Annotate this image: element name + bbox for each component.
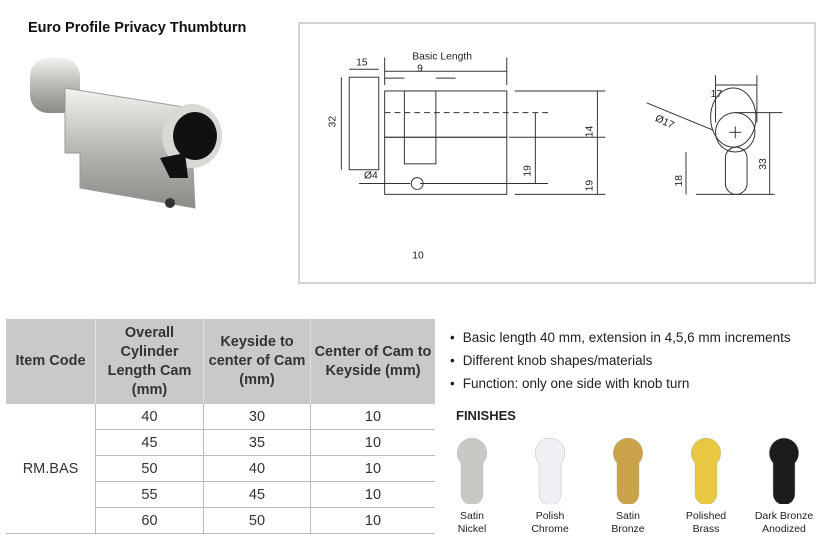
dim-17: 17 <box>711 89 723 100</box>
feature-item: Function: only one side with knob turn <box>450 372 791 395</box>
finish-name-line2: Nickel <box>457 523 487 535</box>
feature-item: Different knob shapes/materials <box>450 349 791 372</box>
finishes-heading: FINISHES <box>456 408 516 423</box>
cell: 10 <box>310 429 435 456</box>
header-overall-length: Overall Cylinder Length Cam (mm) <box>95 319 204 404</box>
dim-dia17: Ø17 <box>653 113 676 131</box>
cell: 10 <box>310 481 435 508</box>
finish-name-line1: Satin <box>616 510 640 522</box>
feature-item: Basic length 40 mm, extension in 4,5,6 m… <box>450 326 791 349</box>
cell: 10 <box>310 455 435 482</box>
dim-9: 9 <box>417 63 423 74</box>
cell: 60 <box>95 507 204 534</box>
dim-14: 14 <box>584 126 595 138</box>
finish-name-line1: Polished <box>685 510 727 522</box>
keyhole-swatch-icon <box>691 437 721 504</box>
cell: 45 <box>203 481 311 508</box>
cell: 10 <box>310 404 435 430</box>
product-title: Euro Profile Privacy Thumbturn <box>28 20 247 36</box>
dim-32: 32 <box>327 116 338 128</box>
dim-19a: 19 <box>522 165 533 177</box>
dim-10: 10 <box>412 250 424 261</box>
cell: 55 <box>95 481 204 508</box>
cell: 35 <box>203 429 311 456</box>
technical-drawing: Basic Length 15 9 32 14 19 19 Ø4 10 17 Ø… <box>298 22 816 284</box>
keyhole-swatch-icon <box>535 437 565 504</box>
dim-dia4: Ø4 <box>364 171 378 182</box>
keyhole-swatch-icon <box>769 437 799 504</box>
cell: 30 <box>203 404 311 430</box>
finish-name-line1: Dark Bronze <box>754 510 814 522</box>
product-photo <box>30 58 222 209</box>
item-code-cell: RM.BAS <box>6 404 96 534</box>
finish-name-line2: Anodized <box>762 523 806 535</box>
dim-18: 18 <box>674 175 685 187</box>
keyhole-swatch-icon <box>613 437 643 504</box>
cell: 45 <box>95 429 204 456</box>
finish-name-line2: Chrome <box>531 523 569 535</box>
finish-name-line1: Polish <box>535 510 565 522</box>
cell: 50 <box>95 455 204 482</box>
finish-name-line2: Brass <box>692 523 720 535</box>
feature-list: Basic length 40 mm, extension in 4,5,6 m… <box>450 326 791 395</box>
finish-name-line2: Bronze <box>611 523 645 535</box>
cell: 50 <box>203 507 311 534</box>
spec-table: Item Code Overall Cylinder Length Cam (m… <box>6 319 435 534</box>
dim-15: 15 <box>356 57 368 68</box>
cell: 10 <box>310 507 435 534</box>
header-item-code: Item Code <box>6 319 96 404</box>
dim-33: 33 <box>758 158 769 170</box>
header-keyside-center: Keyside to center of Cam (mm) <box>203 319 311 404</box>
dim-19b: 19 <box>584 180 595 192</box>
keyhole-swatch-icon <box>457 437 487 504</box>
cell: 40 <box>203 455 311 482</box>
label-basic-length: Basic Length <box>412 51 472 62</box>
finish-name-line1: Satin <box>460 510 484 522</box>
header-center-keyside: Center of Cam to Keyside (mm) <box>310 319 435 404</box>
cell: 40 <box>95 404 204 430</box>
